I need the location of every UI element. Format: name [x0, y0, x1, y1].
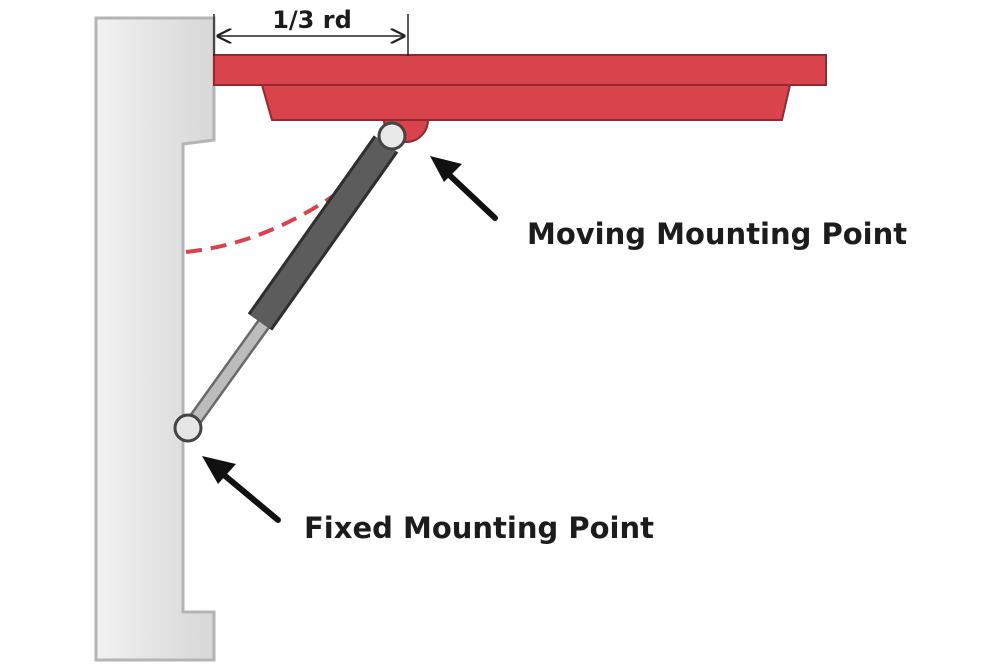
cabinet-wall	[94, 16, 216, 662]
moving-mount-joint	[377, 121, 407, 151]
arrow-up-left-icon	[202, 456, 281, 523]
lid-top-plate	[213, 54, 827, 86]
strut-rod-inner	[184, 313, 273, 433]
fixed-mount-joint	[173, 413, 203, 443]
fixed-mount-label: Fixed Mounting Point	[304, 511, 654, 545]
moving-mount-label: Moving Mounting Point	[527, 217, 907, 251]
arrow-up-left-icon	[430, 156, 498, 221]
dimension-label: 1/3 rd	[272, 6, 352, 34]
strut-body-inner	[250, 137, 396, 329]
lid-bottom-tray	[260, 84, 792, 121]
